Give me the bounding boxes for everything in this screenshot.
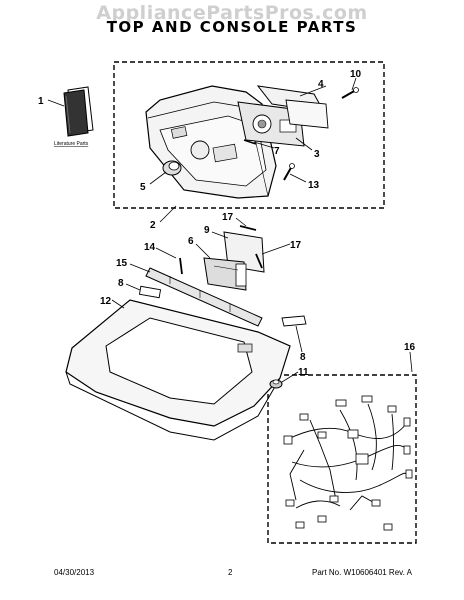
clip-8-right — [281, 315, 307, 327]
callout-8b: 8 — [300, 352, 306, 363]
callout-11: 11 — [298, 367, 309, 378]
footer-page-number: 2 — [228, 568, 233, 577]
callout-7: 7 — [274, 146, 280, 157]
screw-14 — [179, 257, 183, 275]
harness-connectors — [283, 395, 413, 531]
control-knob — [162, 160, 182, 176]
wire-harness-group-box — [267, 374, 417, 544]
screw-10 — [341, 87, 359, 99]
footer-part-number: Part No. W10606401 Rev. A — [312, 568, 412, 577]
footer-date: 04/30/2013 — [54, 568, 95, 577]
callout-3: 3 — [314, 149, 320, 160]
screw-17a — [239, 225, 257, 231]
callout-15: 15 — [116, 258, 128, 269]
callout-4: 4 — [318, 79, 324, 90]
callout-5: 5 — [140, 182, 146, 193]
grommet — [269, 379, 283, 389]
clip-8-left — [138, 285, 162, 299]
callout-17b: 17 — [290, 240, 302, 251]
callout-13: 13 — [308, 180, 320, 191]
callout-16: 16 — [404, 342, 416, 353]
callout-2: 2 — [150, 220, 156, 231]
washer-top — [65, 299, 291, 441]
callout-1: 1 — [38, 96, 44, 107]
callout-9: 9 — [204, 225, 210, 236]
literature-booklet — [63, 86, 94, 137]
literature-label: Literature Parts — [54, 141, 89, 147]
control-bracket — [203, 231, 265, 291]
callout-14: 14 — [144, 242, 156, 253]
callout-10: 10 — [350, 69, 362, 80]
rear-trim-strip — [145, 267, 263, 327]
callout-12: 12 — [100, 296, 112, 307]
screw-13 — [283, 163, 295, 181]
user-interface-board — [237, 85, 329, 147]
screw-17b — [255, 253, 263, 269]
leader-lines — [47, 77, 413, 383]
callout-8a: 8 — [118, 278, 124, 289]
console-housing — [145, 85, 277, 199]
watermark: AppliancePartsPros.com — [96, 2, 368, 24]
screw-7 — [243, 139, 257, 145]
page-title: TOP AND CONSOLE PARTS — [106, 18, 358, 36]
callout-6: 6 — [188, 236, 194, 247]
callout-17a: 17 — [222, 212, 234, 223]
